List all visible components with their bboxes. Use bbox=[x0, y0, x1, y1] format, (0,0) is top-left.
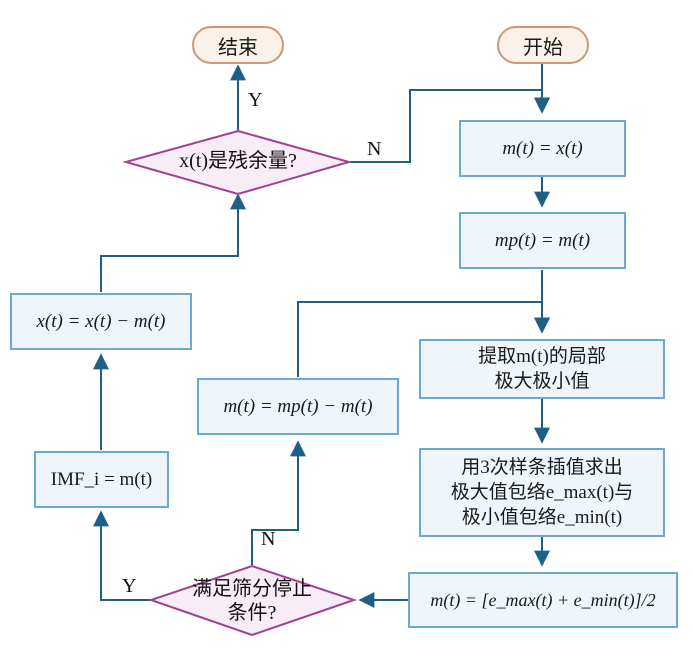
box-spline-envelope: 用3次样条插值求出 极大值包络e_max(t)与 极小值包络e_min(t) bbox=[419, 448, 665, 537]
box-update-m: m(t) = mp(t) − m(t) bbox=[197, 378, 399, 435]
box-extract-extrema: 提取m(t)的局部 极大极小值 bbox=[419, 339, 665, 399]
start-label: 开始 bbox=[523, 36, 563, 59]
box-update-x: x(t) = x(t) − m(t) bbox=[10, 293, 192, 350]
box-mean-envelope: m(t) = [e_max(t) + e_min(t)]/2 bbox=[408, 572, 678, 628]
end-label: 结束 bbox=[218, 36, 258, 59]
box-update-x-label: x(t) = x(t) − m(t) bbox=[36, 311, 166, 332]
end-terminal: 结束 bbox=[192, 26, 284, 64]
box-mean-envelope-label: m(t) = [e_max(t) + e_min(t)]/2 bbox=[430, 589, 656, 610]
decision-residual-shape bbox=[122, 129, 353, 196]
box-m-equals-x: m(t) = x(t) bbox=[459, 120, 626, 177]
decision-sift-line-2: 条件? bbox=[227, 602, 277, 624]
box-imf: IMF_i = m(t) bbox=[34, 451, 169, 508]
start-terminal: 开始 bbox=[497, 26, 589, 64]
spline-line-2: 极大值包络e_max(t)与 bbox=[450, 482, 634, 503]
decision-residual-text: x(t)是残余量? bbox=[179, 150, 297, 172]
arrow-residual-no-to-m bbox=[350, 89, 550, 163]
box-mp-equals-m-label: mp(t) = m(t) bbox=[494, 230, 591, 251]
edge-label-residual-yes: Y bbox=[248, 89, 263, 111]
box-imf-label: IMF_i = m(t) bbox=[50, 469, 153, 490]
box-update-m-label: m(t) = mp(t) − m(t) bbox=[223, 396, 373, 417]
decision-sift-line-1: 满足筛分停止 bbox=[192, 578, 312, 600]
arrow-sift-yes-to-imf bbox=[93, 510, 152, 601]
decision-residual-label: x(t)是残余量? bbox=[150, 149, 326, 173]
decision-sift-label: 满足筛分停止 条件? bbox=[172, 577, 332, 625]
edge-label-sift-yes: Y bbox=[122, 575, 137, 597]
extrema-line-2: 极大极小值 bbox=[494, 371, 590, 392]
decision-sift-shape bbox=[147, 564, 358, 637]
arrow-update-to-extrema bbox=[297, 301, 550, 377]
arrow-sift-no-to-update bbox=[251, 440, 306, 565]
box-m-equals-x-label: m(t) = x(t) bbox=[502, 138, 583, 159]
edge-label-sift-no: N bbox=[261, 528, 276, 550]
box-mp-equals-m: mp(t) = m(t) bbox=[459, 212, 626, 269]
edge-label-residual-no: N bbox=[367, 138, 382, 160]
extrema-line-1: 提取m(t)的局部 bbox=[478, 346, 606, 367]
arrow-update-x-to-residual bbox=[100, 193, 246, 292]
spline-line-1: 用3次样条插值求出 bbox=[461, 457, 623, 478]
spline-line-3: 极小值包络e_min(t) bbox=[461, 507, 623, 528]
